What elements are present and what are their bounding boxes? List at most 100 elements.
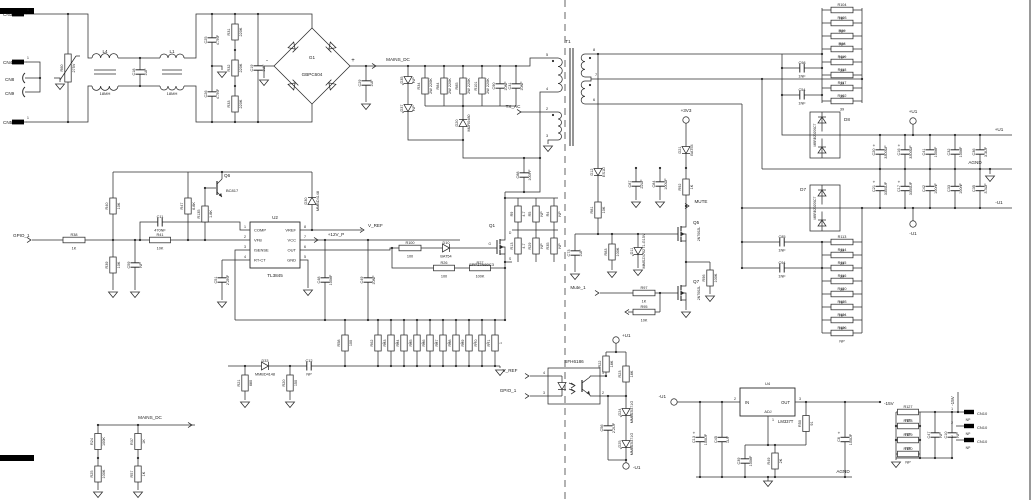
wire [26,13,92,59]
text-label: 3 [546,134,548,138]
ref: C41 [922,149,926,156]
terminal--U1 [622,462,630,470]
terminal-+U1 [612,336,620,344]
icbox-U2: 1COMP2VFB3ISENSE4RT-CT8VREF7VCC6OUT5GNDU… [244,215,306,278]
ref: C26 [204,91,208,98]
junction-dot [428,318,432,322]
label: IN [745,400,749,405]
value: 100PF [528,169,532,181]
ref: L1 [169,49,175,54]
value: NP [905,419,911,423]
junction-dot [376,318,380,322]
junction-dot [766,443,770,447]
text-label: 1 [27,8,29,12]
conn-CN10 [964,437,974,443]
value: BAT54 [690,144,694,155]
wire [505,91,558,193]
junction-dot [364,64,368,68]
junction-dot [596,52,600,56]
junction-dot [918,438,922,442]
ref: C6 [837,437,841,442]
junction-dot [390,246,394,250]
junction-dot [467,364,471,368]
label: 1 [772,418,774,422]
junction-dot [658,291,662,295]
junction-dot [978,206,982,210]
junction-dot [950,410,954,414]
grounds [54,71,996,499]
junction-dot [698,400,702,404]
ref: R26 [441,261,448,265]
ref: R58 [337,340,341,347]
value: 275V [72,63,76,72]
net-label-MUTE: MUTE [694,199,707,204]
value: 100K [714,273,718,282]
junction-dot [233,120,237,124]
junction-dot [493,318,497,322]
label: + [898,180,901,185]
value: 1 [486,342,490,344]
junction-dot [138,56,142,60]
value: 10K [602,206,606,213]
junction-dot [720,475,724,479]
label: + [898,143,901,148]
junction-dot [441,364,445,368]
net-label-V_REF: V_REF [368,223,383,228]
ref: C35 [972,185,976,192]
ref: R135 [197,209,201,218]
text-label: SPP17N80C3 [469,262,495,267]
label: OUT [781,400,790,405]
junction-dot [780,93,784,97]
junction-dot [820,240,824,244]
text-label: + [351,58,355,64]
ref: R124 [837,313,846,317]
junction-dot [480,64,484,68]
text-label: D8 [844,117,850,122]
value: 1UF [262,64,266,72]
value: NP [839,340,845,344]
value: NP [139,262,143,268]
junction-dot [133,238,137,242]
ref: R96 [702,275,706,282]
text-label: 3 [951,435,953,439]
ref: C51 [214,277,218,284]
value: NP [839,56,845,60]
ref: C10 [944,432,948,439]
wire [26,61,41,78]
value: 3300UF [884,181,888,195]
junction-dot [288,364,292,368]
value: 1 [499,342,503,344]
text-label: 8 [593,48,595,52]
junction-dot [461,104,465,108]
ref: C88 [516,172,520,179]
junction-dot [503,260,507,264]
ref: R83 [604,249,608,256]
ref: R99 [839,29,846,33]
ref: C18 [132,69,136,76]
ref: D37 [400,105,404,112]
value: NP [839,301,845,305]
junction-dot [514,64,518,68]
ref: R38 [71,233,78,237]
value: 100 [441,275,447,279]
value: NP [956,432,960,438]
junction-dot [636,232,640,236]
terminal-label: +3V3 [681,108,692,113]
label: 5 [304,255,306,259]
value: 100UF [704,433,708,445]
